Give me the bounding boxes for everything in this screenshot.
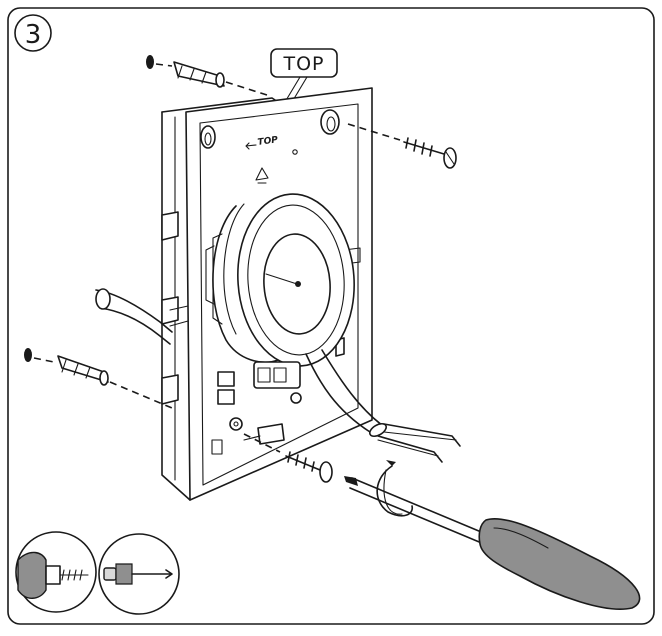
top-callout: TOP	[270, 48, 338, 113]
screw-top-right	[347, 123, 457, 169]
front-cable	[305, 349, 461, 463]
screwdriver	[344, 460, 641, 610]
wall-plug-bottom	[24, 348, 173, 409]
round-mechanism	[205, 193, 355, 367]
terminal-block	[211, 361, 302, 455]
rear-cable	[95, 288, 173, 345]
screw-bottom	[243, 433, 333, 483]
plate-embossed-label: TOP	[257, 135, 279, 148]
step-number: 3	[25, 20, 42, 50]
screwdriver-tool-icon	[98, 533, 180, 615]
figure-frame	[7, 7, 655, 625]
back-box	[161, 97, 285, 501]
wall-plug-top	[146, 55, 271, 97]
top-callout-label: TOP	[282, 53, 324, 75]
step-badge: 3	[14, 14, 52, 52]
drill-icon	[15, 531, 97, 613]
